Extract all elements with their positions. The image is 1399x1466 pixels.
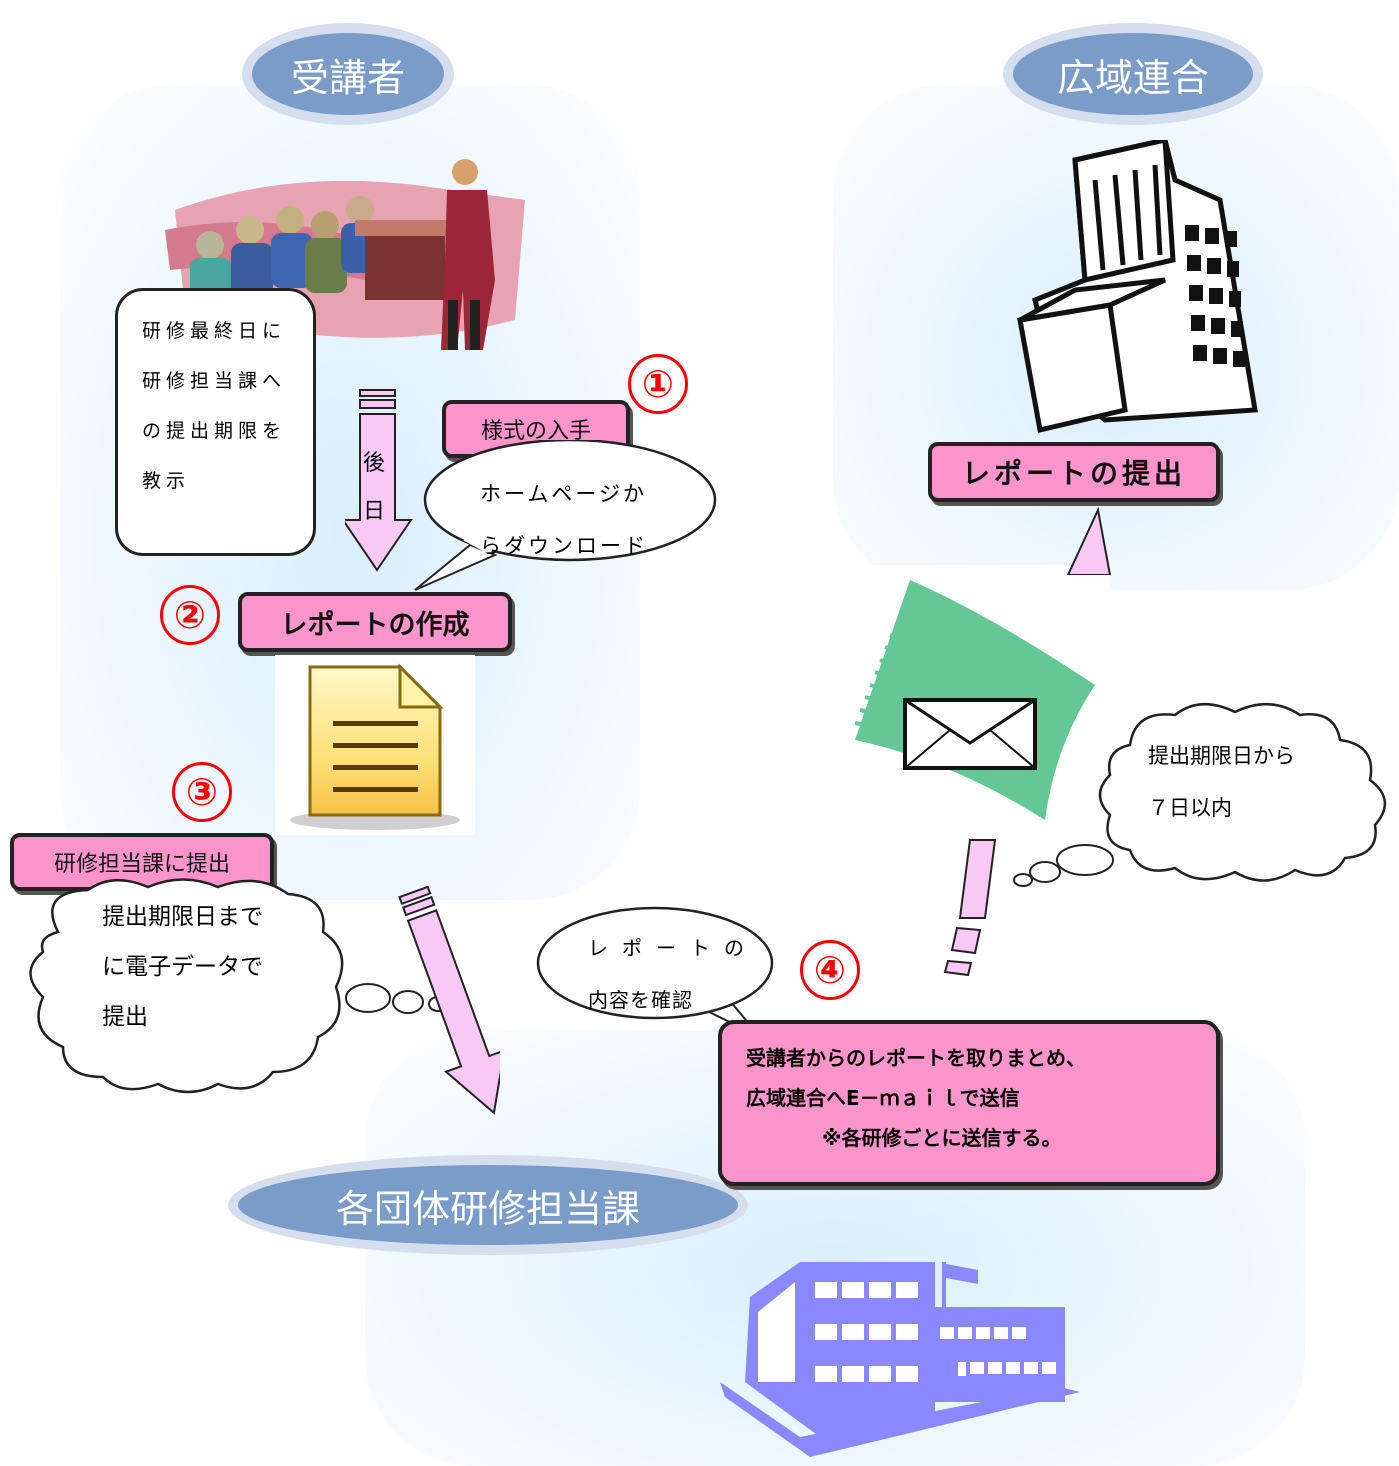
step4-text: 受講者からのレポートを取りまとめ、 広域連合へE－ｍａｉｌで送信 ※各研修ごとに…: [746, 1038, 1086, 1158]
submit-thought-cloud: [29, 878, 448, 1094]
download-text: ホームページか らダウンロード: [480, 468, 648, 572]
download-speech-bubble: [414, 440, 717, 591]
trainee-header-label: 受講者: [290, 55, 405, 100]
step4-number: ④: [800, 940, 860, 1000]
deadline-text: 提出期限日から ７日以内: [1148, 730, 1295, 834]
union-header: 広域連合: [1013, 33, 1253, 115]
trainee-note-line: 研修最終日に: [142, 320, 287, 342]
trainee-note-line: 教示: [142, 470, 191, 492]
office-building-icon: [1017, 140, 1258, 434]
union-submit-box: レポートの提出: [928, 442, 1220, 502]
trainee-note: 研修最終日に 研修担当課へ の提出期限を 教示: [115, 288, 316, 556]
trainee-note-text: 研修最終日に 研修担当課へ の提出期限を 教示: [142, 306, 286, 506]
trainee-note-line: 研修担当課へ: [142, 370, 287, 392]
step1-number-text: ①: [641, 362, 675, 406]
confirm-text: レポートの 内容を確認: [588, 922, 758, 1026]
later-char: 日: [362, 499, 385, 524]
later-label: 後 日: [362, 440, 386, 536]
trainee-header: 受講者: [252, 33, 444, 115]
download-line: ホームページか: [480, 482, 647, 506]
step3-label: 研修担当課に提出: [53, 852, 230, 877]
email-icon: [854, 580, 1095, 820]
download-line: らダウンロード: [480, 534, 648, 558]
later-arrow: [345, 389, 413, 572]
submit-line: に電子データで: [102, 954, 263, 980]
step4-line: ※各研修ごとに送信する。: [822, 1126, 1062, 1150]
submit-line: 提出期限日まで: [102, 904, 263, 930]
dept-header-label: 各団体研修担当課: [335, 1186, 640, 1231]
step3-number: ③: [172, 762, 232, 822]
confirm-line: レポートの: [588, 936, 758, 960]
union-header-label: 広域連合: [1056, 55, 1209, 100]
to-union-arrow-tail: [943, 839, 997, 977]
step4-line: 受講者からのレポートを取りまとめ、: [746, 1046, 1086, 1070]
step4-number-text: ④: [813, 948, 847, 992]
dept-header: 各団体研修担当課: [238, 1165, 738, 1245]
step3-number-text: ③: [185, 770, 219, 814]
step4-box: 受講者からのレポートを取りまとめ、 広域連合へE－ｍａｉｌで送信 ※各研修ごとに…: [718, 1020, 1220, 1186]
step2-box: レポートの作成: [238, 592, 512, 652]
to-union-arrow-head: [1066, 506, 1112, 575]
later-char: 後: [362, 451, 385, 476]
confirm-line: 内容を確認: [588, 988, 693, 1012]
step2-number: ②: [160, 585, 220, 645]
submit-line: 提出: [102, 1004, 148, 1030]
submit-text: 提出期限日まで に電子データで 提出: [102, 892, 263, 1042]
school-building-icon: [720, 1262, 1080, 1457]
union-submit-label: レポートの提出: [961, 457, 1186, 490]
deadline-line: 提出期限日から: [1148, 744, 1295, 768]
deadline-thought-cloud: [1013, 702, 1386, 887]
trainee-note-line: の提出期限を: [142, 420, 287, 442]
submit-arrow: [398, 885, 500, 1115]
deadline-line: ７日以内: [1148, 796, 1232, 820]
step2-label: レポートの作成: [280, 609, 470, 641]
step1-number: ①: [628, 354, 688, 414]
step2-number-text: ②: [173, 593, 207, 637]
document-icon: [275, 655, 475, 835]
step4-line: 広域連合へE－ｍａｉｌで送信: [746, 1086, 1020, 1110]
